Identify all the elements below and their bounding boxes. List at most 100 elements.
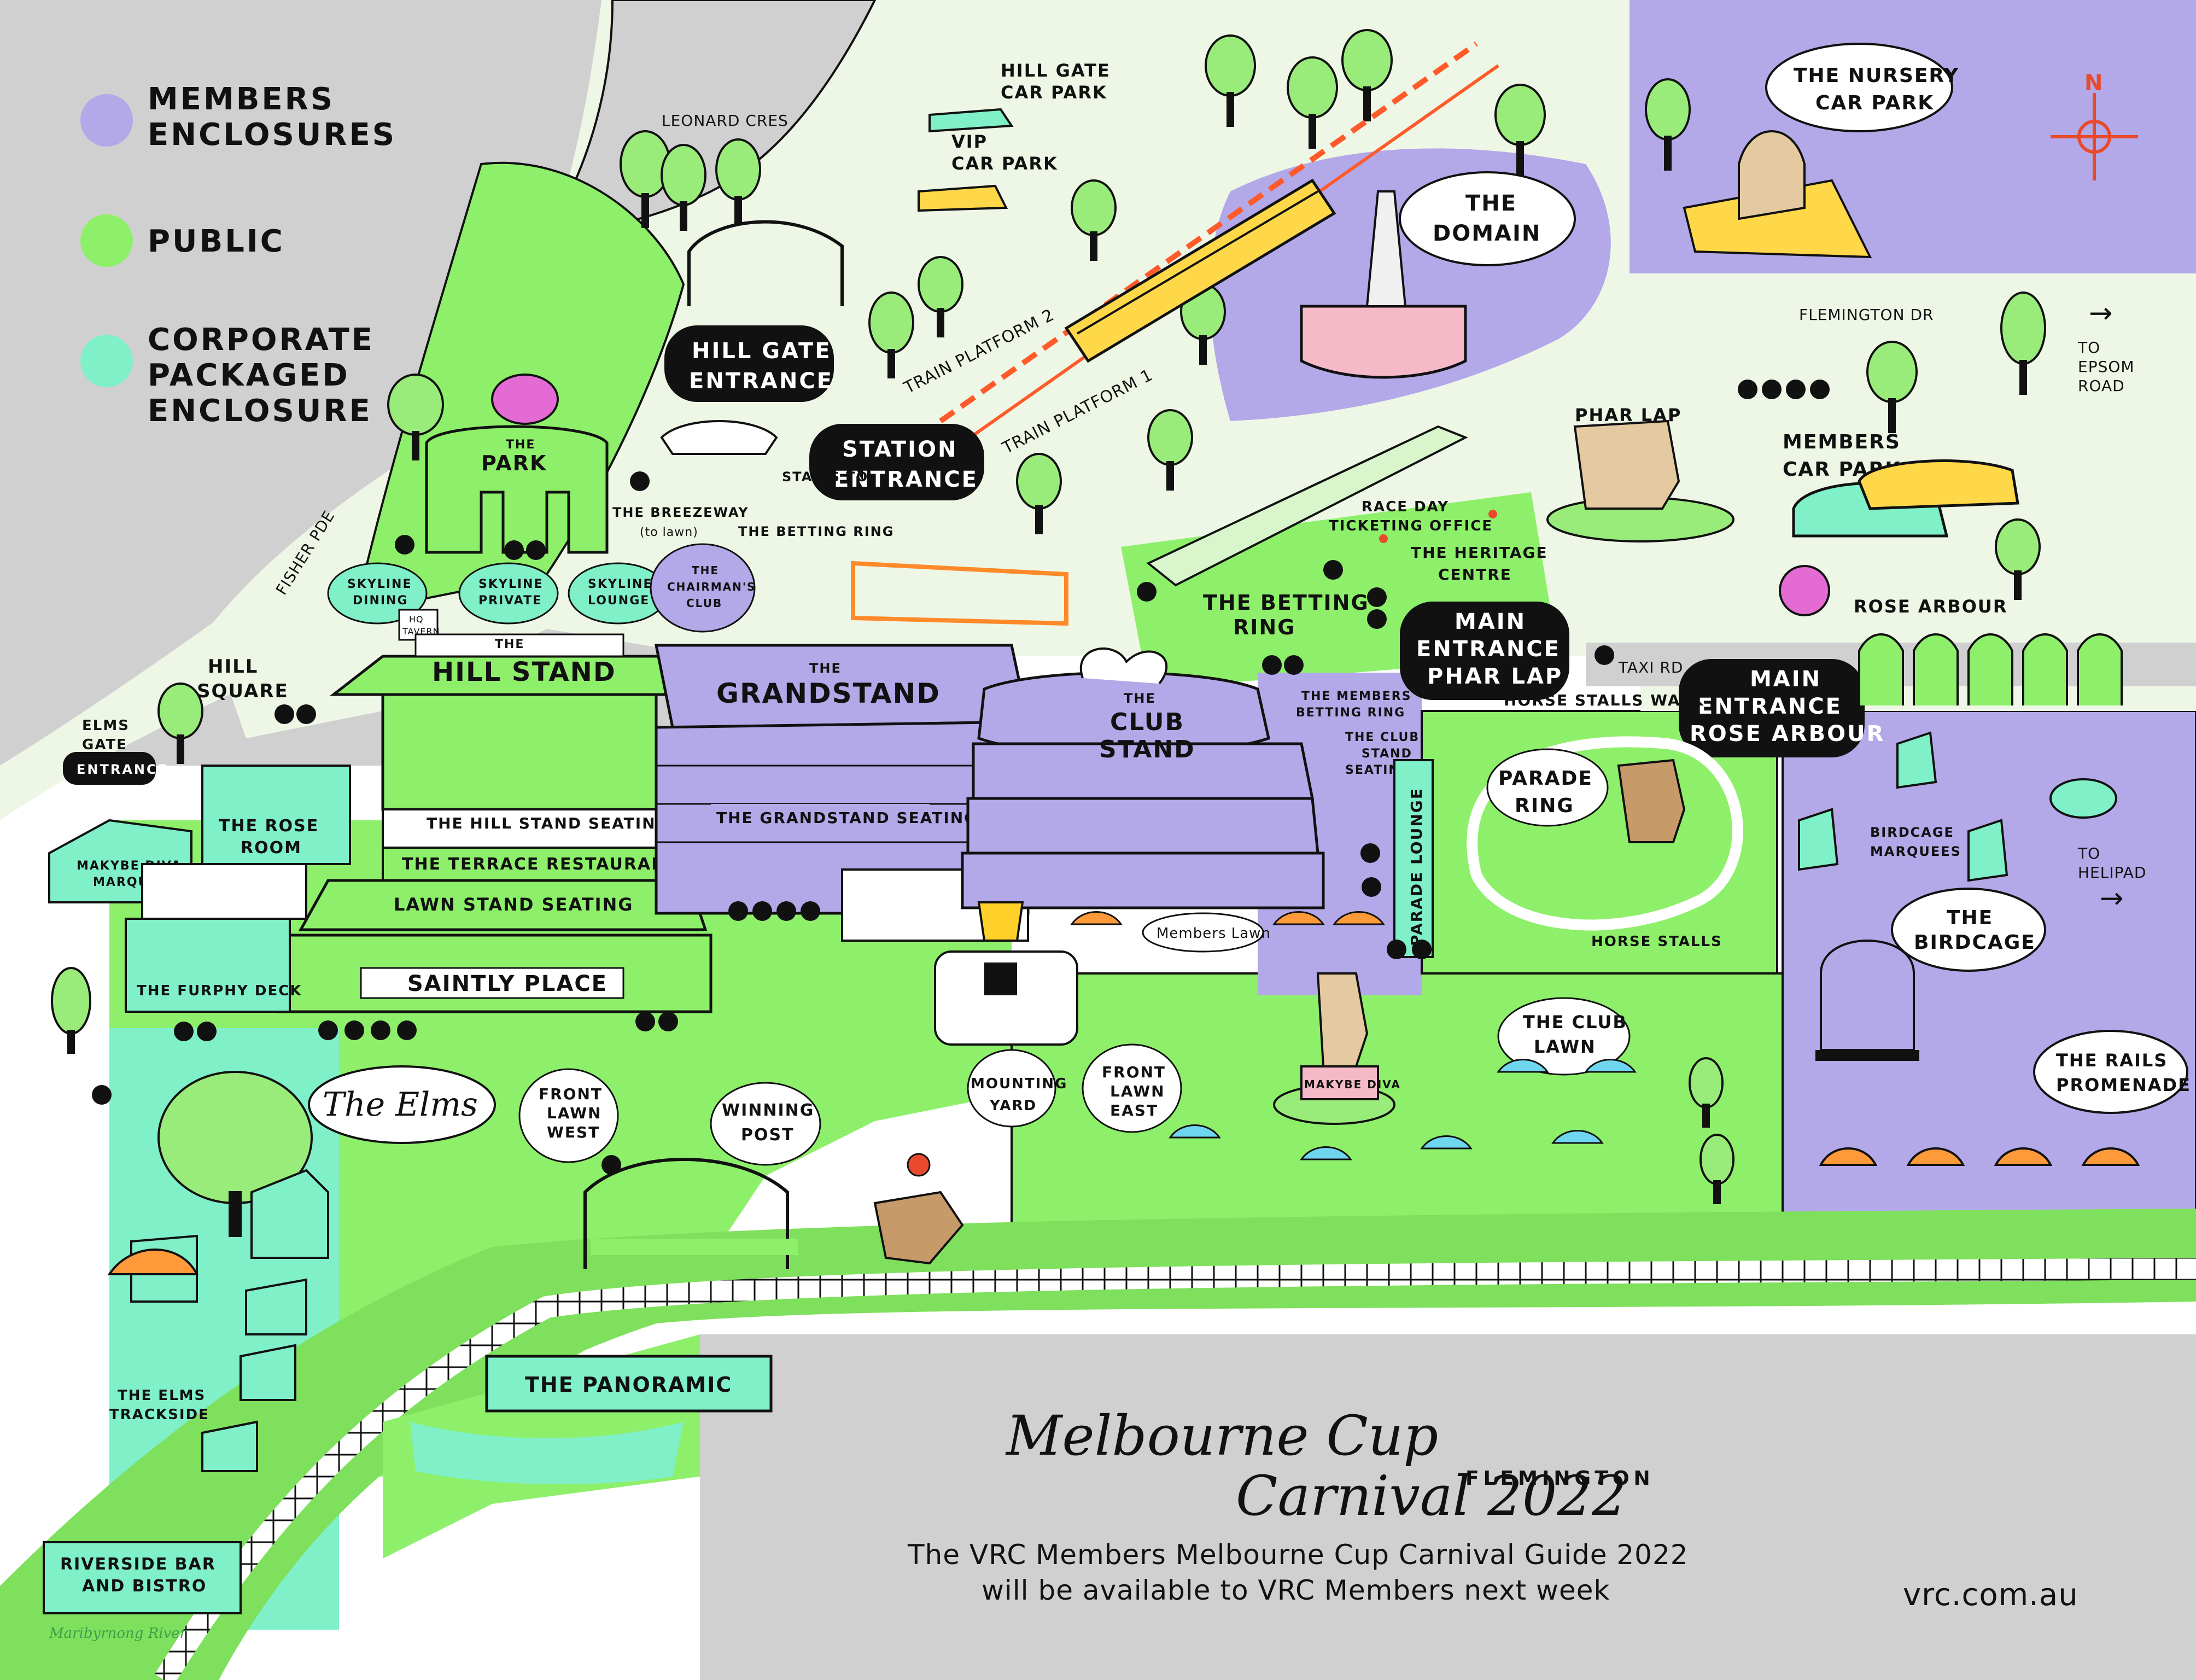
entrances: HILL GATE ENTRANCE STATION ENTRANCE MAIN…: [63, 325, 1883, 785]
winning-post-gate-icon: [583, 1158, 798, 1269]
street-label-epsom: TO: [2077, 339, 2100, 357]
toilet-icon: [397, 1020, 417, 1040]
tree-icon: [2000, 291, 2046, 395]
train-icon: [1064, 178, 1336, 363]
horse-stalls-label: HORSE STALLS: [1591, 934, 1722, 950]
winning-post-label: POST: [741, 1125, 795, 1145]
entrance-label: ENTRANCE: [1698, 694, 1842, 719]
toilet-icon: [1323, 560, 1343, 580]
legend-public-label: PUBLIC: [148, 224, 285, 259]
car-icon: [928, 108, 1014, 133]
mid-labels: THE BETTING RING THE MEMBERS BETTING RIN…: [1203, 591, 2191, 1166]
legend-corporate-label: PACKAGED: [148, 358, 350, 393]
front-lawn-east-label: LAWN: [1110, 1082, 1165, 1100]
tree-icon: [1995, 518, 2041, 600]
guide-line-1: The VRC Members Melbourne Cup Carnival G…: [907, 1539, 1689, 1571]
entrance-label: ENTRANCE: [1416, 637, 1561, 662]
toilet-icon: [174, 1022, 194, 1041]
accessible-icon: [752, 901, 772, 921]
baby-change-icon: [1786, 380, 1806, 399]
front-lawn-east-label: EAST: [1110, 1101, 1158, 1119]
hq-tavern-label: HQ: [409, 614, 424, 625]
club-seating-label: STAND: [1362, 747, 1412, 761]
title-block: Melbourne Cup Carnival 2022 FLEMINGTON T…: [907, 1404, 2078, 1613]
compass-north-label: N: [2084, 71, 2104, 96]
stand-label: THE: [495, 638, 524, 651]
stairs-icon: [851, 561, 1068, 626]
stand-label: GRANDSTAND: [716, 678, 941, 709]
seating-label: THE HILL STAND SEATING: [427, 814, 670, 832]
toilet-icon: [776, 901, 796, 921]
legend-members-label: ENCLOSURES: [148, 117, 396, 153]
club-seating-label: THE CLUB: [1345, 731, 1420, 744]
food-icon: [526, 540, 546, 560]
stand-label: HILL STAND: [432, 657, 616, 687]
tree-icon: [157, 682, 203, 764]
stairs-label: STAIRS TO: [782, 469, 868, 485]
entrance-label: GATE: [82, 737, 127, 753]
toilet-icon: [318, 1020, 338, 1040]
entrance-label: STATION: [842, 437, 958, 462]
rose-icon: [1779, 565, 1830, 616]
car-park-label: HILL GATE: [1001, 60, 1111, 81]
car-park-label: CAR PARK: [1001, 82, 1107, 103]
title-line-2: Carnival 2022: [1236, 1464, 1627, 1528]
skyline-label: PRIVATE: [478, 594, 542, 608]
smoking-icon: [92, 1085, 112, 1105]
stand-label: CLUB: [1110, 708, 1184, 736]
bar-icon: [1262, 655, 1282, 675]
legend: MEMBERS ENCLOSURES PUBLIC CORPORATE PACK…: [80, 81, 396, 429]
track-rail-fence: [155, 1258, 2196, 1680]
toilet-icon: [1362, 877, 1381, 897]
skyline-label: LOUNGE: [588, 594, 650, 608]
entrance-label: ELMS: [82, 718, 130, 734]
railway: [939, 41, 1499, 445]
elms-trackside-label: TRACKSIDE: [109, 1407, 209, 1423]
birdcage-marquees-label: BIRDCAGE: [1870, 825, 1954, 840]
phar-lap-label: PHAR LAP: [1575, 405, 1681, 425]
bar-icon: [371, 1020, 390, 1040]
street-label-flemington: FLEMINGTON DR: [1799, 306, 1934, 324]
tree-icon: [1645, 78, 1691, 171]
parade-ring-label: PARADE: [1498, 767, 1593, 790]
park-label: THE: [506, 438, 535, 452]
grey-infield: [700, 1334, 2196, 1680]
tree-icon: [661, 144, 706, 231]
hill-square-label: HILL: [208, 656, 258, 678]
stand-label: THE: [1124, 691, 1156, 706]
birdcage-marquees-label: MARQUEES: [1870, 844, 1961, 859]
trees: [51, 29, 2046, 1237]
umbrella-icon: [107, 1249, 199, 1275]
legend-corporate-label: ENCLOSURE: [148, 393, 372, 429]
club-lawn-label: LAWN: [1534, 1036, 1596, 1057]
parade-lounge-label: PARADE LOUNGE: [1407, 788, 1426, 946]
car-parks: HILL GATE CAR PARK VIP CAR PARK THE NURS…: [918, 43, 2019, 538]
chairmans-club-label: CLUB: [686, 597, 722, 610]
the-elms-label: The Elms: [323, 1086, 478, 1124]
hedge-arch-park-icon: [425, 374, 609, 554]
chairmans-club-label: CHAIRMAN'S: [667, 580, 756, 593]
car-icon: [1858, 459, 2019, 510]
park-label: PARK: [481, 451, 547, 475]
club-stand: THE CLUB STAND: [961, 648, 1325, 909]
title-line-1: Melbourne Cup: [1005, 1404, 1438, 1468]
arrow-right-icon: →: [2100, 882, 2124, 915]
legend-swatch-members: [80, 94, 133, 147]
hill-stand: THE HILL STAND THE HILL STAND SEATING TH…: [277, 633, 712, 1013]
tree-icon: [387, 374, 444, 460]
water-icon: [344, 1020, 364, 1040]
guide-line-2: will be available to VRC Members next we…: [982, 1574, 1610, 1606]
tree-icon: [1494, 84, 1546, 176]
legend-members-label: MEMBERS: [148, 81, 335, 117]
car-park-label: VIP: [951, 131, 988, 152]
street-label-helipad: HELIPAD: [2078, 864, 2146, 882]
heritage-label: CENTRE: [1438, 565, 1512, 584]
venue-label: FLEMINGTON: [1465, 1467, 1655, 1490]
members-betting-label: THE MEMBERS: [1301, 690, 1412, 703]
rose-room-label: THE ROSE: [219, 816, 319, 836]
seating-label: THE GRANDSTAND SEATING: [716, 809, 978, 827]
domain-label: THE: [1465, 191, 1517, 216]
toilet-icon: [1738, 380, 1757, 399]
furphy-label: THE FURPHY DECK: [137, 983, 302, 999]
rails-label: PROMENADE: [2056, 1075, 2191, 1095]
